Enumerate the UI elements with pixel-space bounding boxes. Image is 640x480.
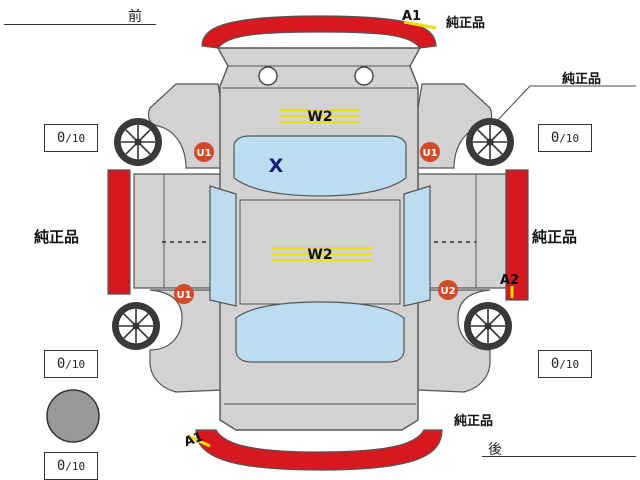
w2-roof-text: W2 xyxy=(307,247,332,263)
left-side-doors xyxy=(133,173,223,289)
u1-badge-rear-left: U1 xyxy=(174,284,194,304)
a1-mark-rear: A1 xyxy=(182,430,205,451)
a2-mark-right: A2 xyxy=(500,273,519,288)
front-direction-rule xyxy=(4,24,156,25)
svg-text:U1: U1 xyxy=(422,148,437,159)
right-side-doors xyxy=(417,173,507,289)
rear-left-wheel-icon xyxy=(111,301,161,351)
tread-denominator: 10 xyxy=(71,459,86,473)
tread-denominator: 10 xyxy=(565,357,580,371)
genuine-part-label-rear-right: 純正品 xyxy=(562,72,602,87)
front-direction-label: 前 xyxy=(128,9,142,25)
w2-mark-hood: W2 xyxy=(280,109,360,125)
front-left-wheel-icon xyxy=(113,117,163,167)
u1-badge-front-right: U1 xyxy=(420,142,440,162)
w2-hood-text: W2 xyxy=(307,109,332,125)
tread-value: 0 xyxy=(56,458,66,474)
tread-value: 0 xyxy=(56,130,66,146)
x-mark-windshield: X xyxy=(269,155,284,177)
svg-text:U1: U1 xyxy=(176,290,191,301)
svg-text:U1: U1 xyxy=(196,148,211,159)
a1-mark-front: A1 xyxy=(402,9,421,24)
tread-value: 0 xyxy=(550,130,560,146)
tread-depth-rear-right: 0/10 xyxy=(538,350,592,378)
genuine-part-label-front: 純正品 xyxy=(446,16,486,31)
u2-badge-rear-right: U2 xyxy=(438,280,458,300)
tread-depth-front-left: 0/10 xyxy=(44,124,98,152)
left-side-window xyxy=(209,185,237,307)
genuine-part-label-right: 純正品 xyxy=(532,228,578,246)
right-side-sill-panel xyxy=(505,169,529,301)
right-side-window xyxy=(403,185,431,307)
roof-panel xyxy=(239,199,401,305)
left-side-sill-panel xyxy=(107,169,131,295)
genuine-part-label-rear: 純正品 xyxy=(454,414,494,429)
rear-direction-rule xyxy=(482,456,636,457)
genuine-part-label-left: 純正品 xyxy=(34,228,80,246)
rear-bumper-panel xyxy=(195,429,443,471)
tread-denominator: 10 xyxy=(565,131,580,145)
rear-left-quarter xyxy=(149,289,223,393)
tread-denominator: 10 xyxy=(71,131,86,145)
rear-right-quarter xyxy=(417,289,491,393)
tread-depth-front-right: 0/10 xyxy=(538,124,592,152)
tread-value: 0 xyxy=(550,356,560,372)
tread-depth-spare: 0/10 xyxy=(44,452,98,480)
front-bumper-panel xyxy=(201,15,437,49)
u1-badge-front-left: U1 xyxy=(194,142,214,162)
svg-text:U2: U2 xyxy=(440,286,455,297)
front-right-wheel-icon xyxy=(465,117,515,167)
left-headlight-icon xyxy=(258,66,278,86)
tread-value: 0 xyxy=(56,356,66,372)
tread-depth-rear-left: 0/10 xyxy=(44,350,98,378)
spare-tire-icon xyxy=(46,389,100,443)
rear-window xyxy=(235,301,405,363)
w2-mark-roof: W2 xyxy=(272,247,372,263)
windshield xyxy=(233,135,407,197)
leader-line-rear-right-diag xyxy=(495,85,531,123)
right-headlight-icon xyxy=(354,66,374,86)
tread-denominator: 10 xyxy=(71,357,86,371)
rear-direction-label: 後 xyxy=(488,442,502,458)
rear-right-wheel-icon xyxy=(463,301,513,351)
